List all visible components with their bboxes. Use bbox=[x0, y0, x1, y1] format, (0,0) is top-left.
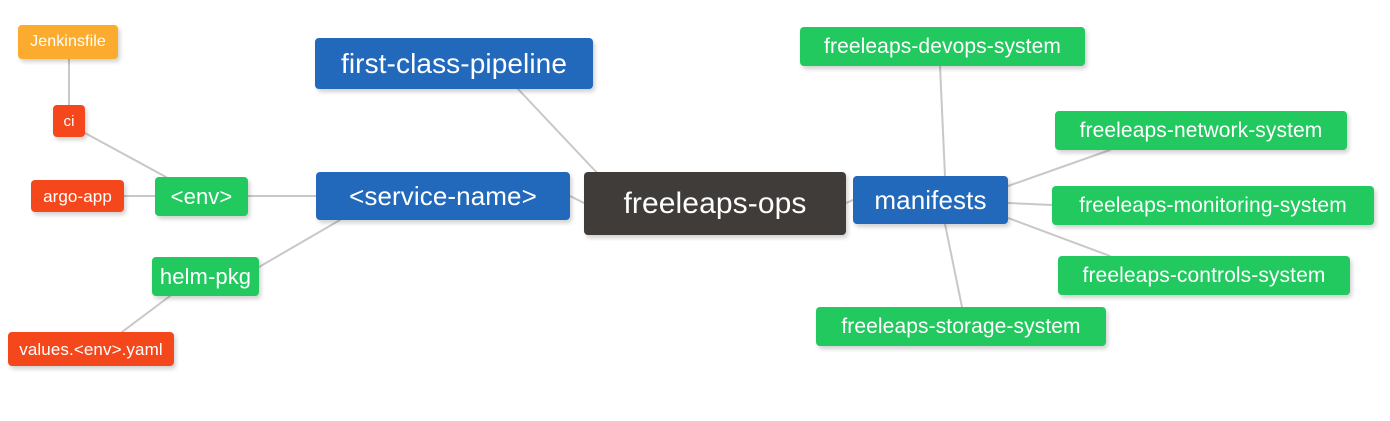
mindmap-node-label: helm-pkg bbox=[159, 263, 252, 289]
mindmap-node-label: freeleaps-devops-system bbox=[824, 35, 1061, 58]
edge-manifests-to-freeleaps-storage-system bbox=[944, 223, 963, 308]
mindmap-node-label: ci bbox=[63, 112, 75, 130]
edge-freeleaps-ops-to-service-name bbox=[569, 195, 585, 204]
mindmap-node-argo-app[interactable]: argo-app bbox=[31, 180, 124, 212]
mindmap-node-freeleaps-monitoring-system[interactable]: freeleaps-monitoring-system bbox=[1052, 186, 1374, 225]
mindmap-node-label: freeleaps-monitoring-system bbox=[1079, 194, 1347, 217]
mindmap-node-label: manifests bbox=[874, 185, 987, 215]
edge-env-to-ci bbox=[84, 132, 167, 178]
mindmap-node-freeleaps-storage-system[interactable]: freeleaps-storage-system bbox=[816, 307, 1106, 346]
edge-manifests-to-freeleaps-monitoring-system bbox=[1007, 202, 1053, 206]
mindmap-node-label: <service-name> bbox=[349, 181, 537, 211]
mindmap-node-freeleaps-ops[interactable]: freeleaps-ops bbox=[584, 172, 846, 235]
mindmap-node-env[interactable]: <env> bbox=[155, 177, 248, 216]
mindmap-node-label: values.<env>.yaml bbox=[19, 339, 163, 359]
mindmap-node-helm-pkg[interactable]: helm-pkg bbox=[152, 257, 259, 296]
mindmap-node-values-env-yaml[interactable]: values.<env>.yaml bbox=[8, 332, 174, 366]
mindmap-node-first-class-pipeline[interactable]: first-class-pipeline bbox=[315, 38, 593, 89]
mindmap-node-freeleaps-network-system[interactable]: freeleaps-network-system bbox=[1055, 111, 1347, 150]
mindmap-node-label: <env> bbox=[170, 183, 233, 209]
mindmap-node-freeleaps-controls-system[interactable]: freeleaps-controls-system bbox=[1058, 256, 1350, 295]
mindmap-node-label: freeleaps-ops bbox=[623, 186, 807, 220]
edge-manifests-to-freeleaps-devops-system bbox=[939, 65, 946, 177]
mindmap-node-jenkinsfile[interactable]: Jenkinsfile bbox=[18, 25, 118, 59]
mindmap-node-label: Jenkinsfile bbox=[30, 33, 106, 50]
mindmap-node-ci[interactable]: ci bbox=[53, 105, 85, 137]
mindmap-node-label: freeleaps-controls-system bbox=[1082, 264, 1326, 287]
mindmap-node-label: freeleaps-network-system bbox=[1079, 119, 1323, 142]
edge-manifests-to-freeleaps-network-system bbox=[1007, 149, 1111, 187]
mindmap-node-label: freeleaps-storage-system bbox=[841, 315, 1081, 338]
mindmap-node-label: first-class-pipeline bbox=[340, 47, 568, 79]
mindmap-node-service-name[interactable]: <service-name> bbox=[316, 172, 570, 220]
mindmap-node-freeleaps-devops-system[interactable]: freeleaps-devops-system bbox=[800, 27, 1085, 66]
edge-freeleaps-ops-to-first-class-pipeline bbox=[517, 88, 601, 177]
edge-freeleaps-ops-to-manifests bbox=[845, 199, 854, 204]
edge-helm-pkg-to-values-env-yaml bbox=[121, 295, 171, 333]
mindmap-node-manifests[interactable]: manifests bbox=[853, 176, 1008, 224]
edge-service-name-to-helm-pkg bbox=[258, 219, 341, 268]
mindmap-node-label: argo-app bbox=[43, 186, 112, 206]
